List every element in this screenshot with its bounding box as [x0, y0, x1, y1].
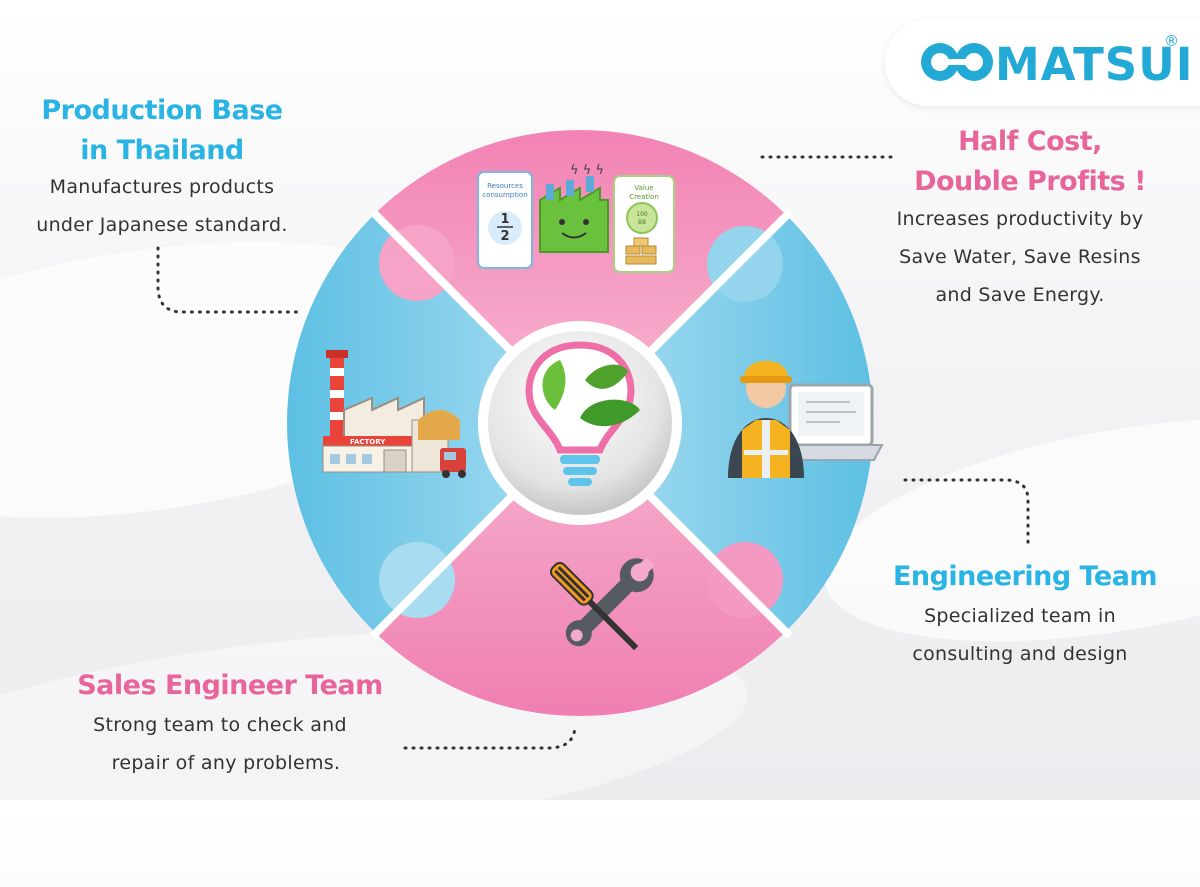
logo-icon [921, 43, 993, 81]
production-text: Manufactures products under Japanese sta… [12, 168, 312, 244]
production-heading-line1: Production Base [41, 95, 283, 126]
half-cost-text-line3: and Save Energy. [935, 284, 1105, 306]
connector-sales [403, 726, 577, 750]
fraction-denominator: 2 [500, 229, 509, 244]
half-cost-heading-line2: Double Profits ! [914, 166, 1146, 197]
fraction-numerator: 1 [500, 212, 509, 227]
resources-label-line2: consumption [482, 191, 527, 199]
factory-sign: FACTORY [350, 438, 386, 446]
lightbulb-icon [525, 341, 640, 486]
svg-text:ϟ ϟ ϟ: ϟ ϟ ϟ [570, 163, 604, 178]
engineering-text-line2: consulting and design [912, 643, 1128, 665]
engineering-text: Specialized team in consulting and desig… [870, 597, 1170, 673]
half-cost-text-line2: Save Water, Save Resins [899, 246, 1141, 268]
leaf-icon [580, 399, 640, 427]
engineer-icon [728, 360, 884, 478]
leaf-icon [542, 360, 566, 410]
gold-bars-icon [625, 237, 657, 265]
puzzle-knob [707, 542, 783, 618]
puzzle-piece-right [580, 130, 873, 716]
resources-label-line1: Resources [487, 182, 523, 190]
factory-icon: FACTORY [322, 350, 466, 478]
factory-mascot-icon: ϟ ϟ ϟ [539, 163, 609, 253]
value-label-line2: Creation [629, 193, 659, 201]
production-heading: Production Base in Thailand [22, 91, 302, 171]
sales-text: Strong team to check and repair of any p… [70, 706, 370, 782]
tools-icon [549, 556, 656, 651]
puzzle-knob [707, 226, 783, 302]
sales-text-line2: repair of any problems. [111, 752, 341, 774]
connector-engineering [903, 478, 1030, 547]
coin-label-line2: B8 [638, 219, 646, 226]
puzzle-knob [379, 542, 455, 618]
half-cost-text-line1: Increases productivity by [896, 208, 1144, 230]
coin-label-line1: 100 [636, 211, 648, 218]
half-cost-heading-line1: Half Cost, [958, 126, 1102, 157]
half-cost-heading: Half Cost, Double Profits ! [880, 122, 1180, 202]
half-cost-text: Increases productivity by Save Water, Sa… [870, 200, 1170, 314]
leaf-icon [585, 364, 628, 389]
puzzle-knob [379, 225, 455, 301]
logo-wordmark: MATSUI [995, 38, 1194, 91]
production-heading-line2: in Thailand [80, 135, 244, 166]
puzzle-diagram: Resources consumption 1 2 ϟ ϟ ϟ Value Cr… [156, 130, 1030, 750]
connector-production [156, 246, 300, 314]
registered-mark: ® [1164, 32, 1179, 50]
engineering-text-line1: Specialized team in [924, 605, 1116, 627]
puzzle-piece-top [287, 130, 873, 423]
sales-text-line1: Strong team to check and [93, 714, 347, 736]
production-text-line1: Manufactures products [49, 176, 275, 198]
efficiency-illustration: Resources consumption 1 2 ϟ ϟ ϟ Value Cr… [477, 163, 675, 273]
production-text-line2: under Japanese standard. [36, 214, 288, 236]
sales-heading: Sales Engineer Team [77, 670, 383, 701]
engineering-heading: Engineering Team [892, 561, 1158, 592]
value-label-line1: Value [634, 184, 653, 192]
